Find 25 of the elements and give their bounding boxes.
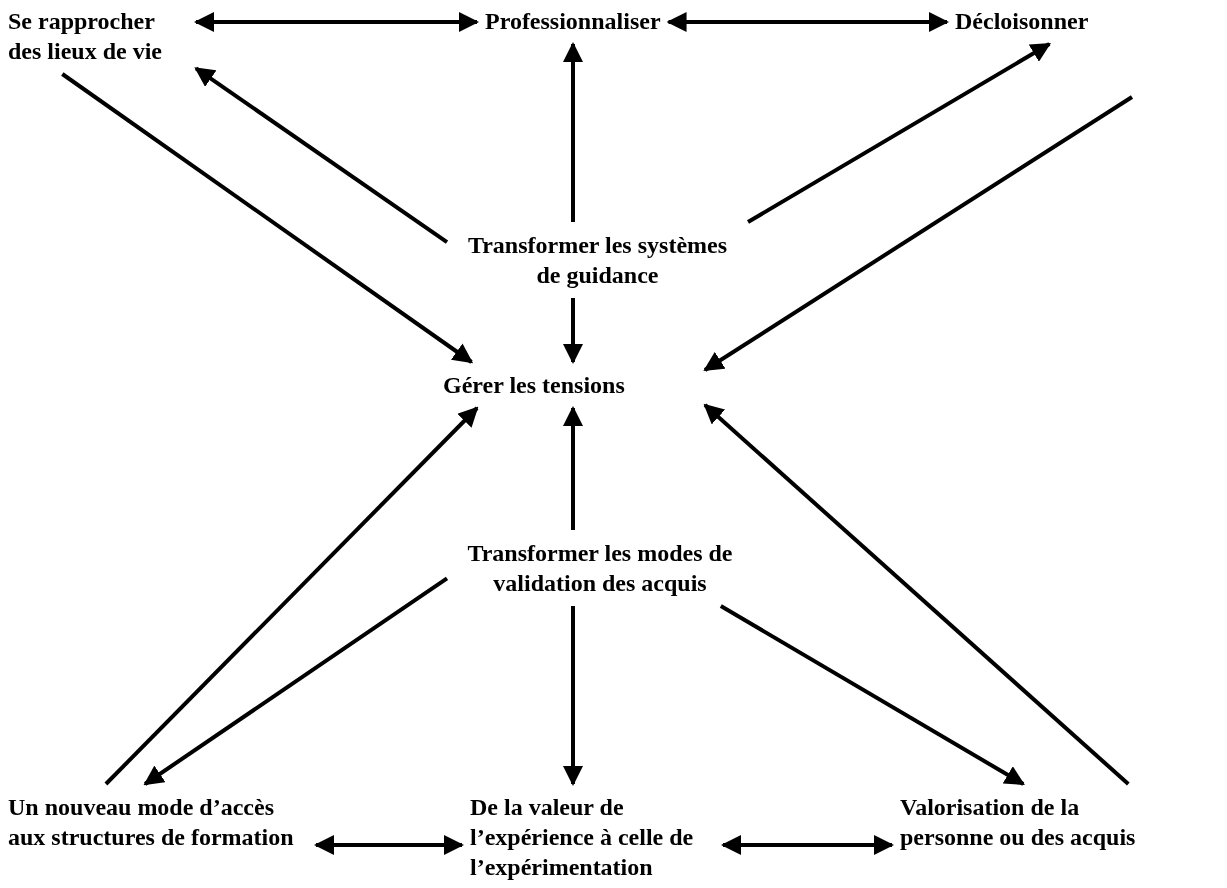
arrow [143,576,449,786]
node-text: Valorisation de la personne ou des acquis [900,792,1158,852]
node-text: De la valeur de l’expérience à celle de l’expérimentation [470,792,715,882]
arrow [666,12,949,32]
node-text: Professionnaliser [485,6,661,36]
node-text: Se rapprocher des lieux de vie [8,6,188,66]
arrow [719,604,1025,786]
arrow [563,298,583,364]
arrow [104,406,479,786]
arrow [563,606,583,786]
node-text: Transformer les systèmes de guidance [455,230,740,290]
arrow [746,42,1052,224]
arrow [61,72,474,364]
arrow [194,66,449,244]
node-text: Transformer les modes de validation des acquis [455,538,745,598]
arrow [563,42,583,222]
arrow [314,835,464,855]
node-text: Gérer les tensions [443,370,625,400]
arrow [563,406,583,530]
node-text: Un nouveau mode d’accès aux structures de formation [8,792,308,852]
arrow [721,835,894,855]
arrow [703,403,1130,786]
node-text: Décloisonner [955,6,1089,36]
arrow [703,95,1134,372]
arrow [194,12,479,32]
